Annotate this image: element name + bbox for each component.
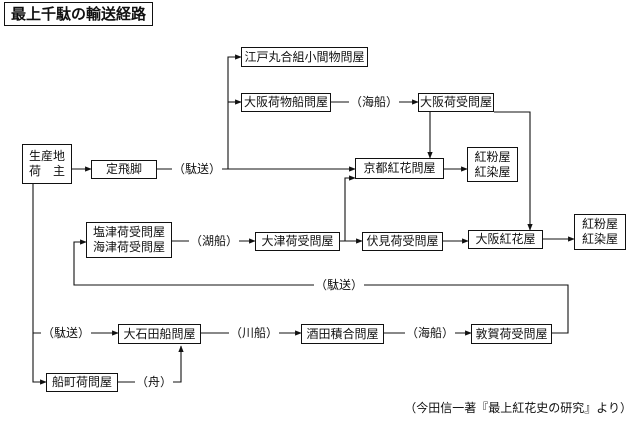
- node-edo: 江戸丸合組小間物問屋: [241, 47, 368, 67]
- node-sakata: 酒田積合問屋: [301, 324, 384, 344]
- label-fune: （舟）: [135, 375, 174, 389]
- node-fushimi: 伏見荷受問屋: [362, 232, 443, 251]
- diagram-title: 最上千駄の輸送経路: [4, 2, 154, 26]
- label-dasou-3: （駄送）: [41, 326, 92, 340]
- source-citation: （今田信一著『最上紅花史の研究』より）: [404, 401, 632, 415]
- node-osaka-ni: 大阪荷受問屋: [418, 93, 494, 112]
- node-funamachi: 船町荷問屋: [46, 373, 118, 392]
- label-kaisen-1: （海船）: [349, 95, 400, 109]
- edge-osakani-osakabenibana: [494, 111, 533, 231]
- label-dasou-1: （駄送）: [172, 162, 223, 176]
- node-osaka-beni: 紅粉屋紅染屋: [574, 214, 626, 250]
- node-osaka-benibana: 大阪紅花屋: [468, 230, 543, 249]
- node-kyoto-benibana: 京都紅花問屋: [355, 158, 444, 179]
- edge-branch-edo: [227, 54, 242, 169]
- label-kosen: （湖船）: [189, 234, 240, 248]
- label-kaisen-2: （海船）: [405, 326, 456, 340]
- edge-otsu-kyoto: [344, 175, 356, 241]
- node-tsuruga: 敦賀荷受問屋: [471, 324, 552, 344]
- node-origin: 生産地荷 主: [22, 144, 72, 184]
- node-shiotsu: 塩津荷受問屋海津荷受問屋: [86, 222, 172, 258]
- node-otsu: 大津荷受問屋: [255, 232, 340, 251]
- node-osaka-mono: 大阪荷物船問屋: [241, 93, 331, 112]
- label-kawa: （川船）: [229, 326, 280, 340]
- label-dasou-2: （駄送）: [314, 278, 365, 292]
- node-sadatobikyaku: 定飛脚: [91, 160, 157, 179]
- node-kyoto-beni: 紅粉屋紅染屋: [467, 147, 518, 182]
- edge-origin-trunk: [32, 184, 47, 385]
- node-oishida: 大石田船問屋: [118, 324, 201, 344]
